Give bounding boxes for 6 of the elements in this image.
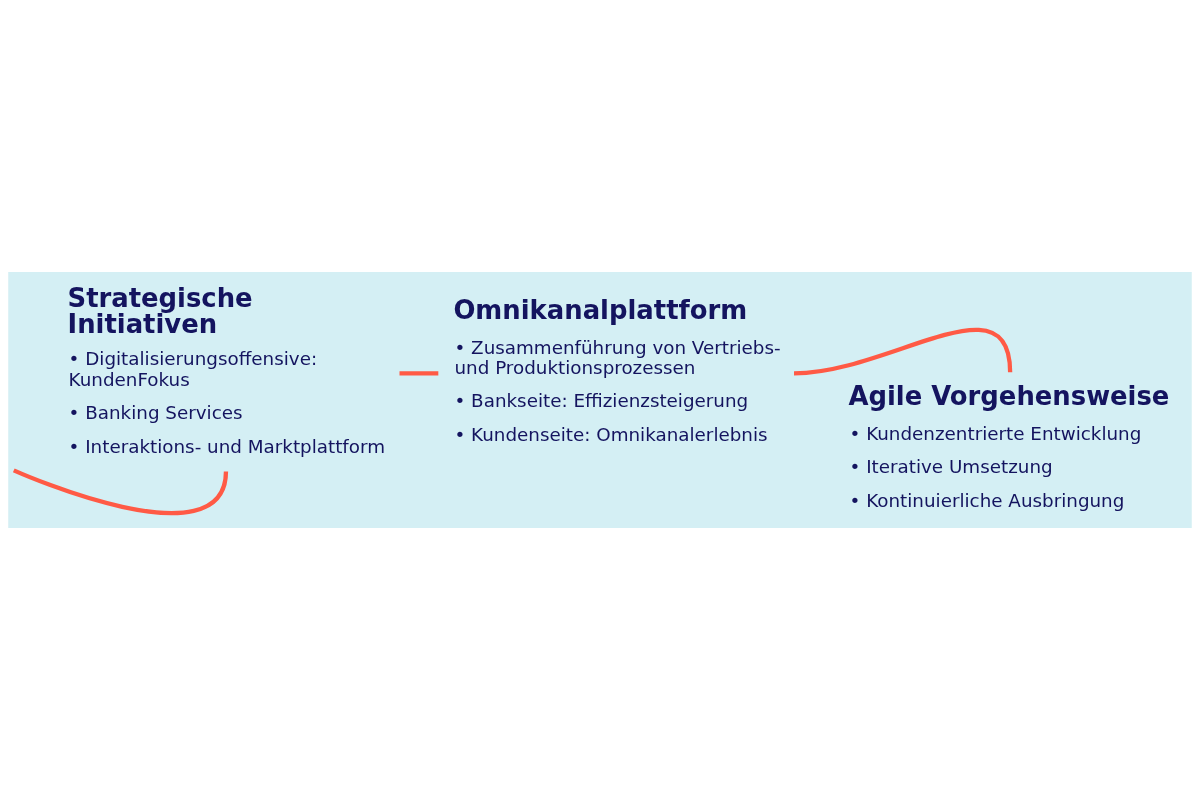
node-text: Agile Vorgehensweise • Kundenzentrierte Entwicklung • Iterative Umsetzung • Kontinuierliche Ausbringung (848, 380, 1170, 511)
connector (793, 327, 1013, 376)
connector (399, 371, 439, 376)
node-text: Omnikanalplattform • Zusammenführung von Vertriebs- und Produktionsprozessen • Bankseite: Effizienzsteigerung • Kundenseite: Omnikanalerlebnis (453, 294, 781, 445)
node-text: Strategische Initiativen • Digitalisierungsoffensive: KundenFokus • Banking Services • Interaktions- und Marktplattform (67, 282, 386, 457)
connector (12, 468, 229, 516)
